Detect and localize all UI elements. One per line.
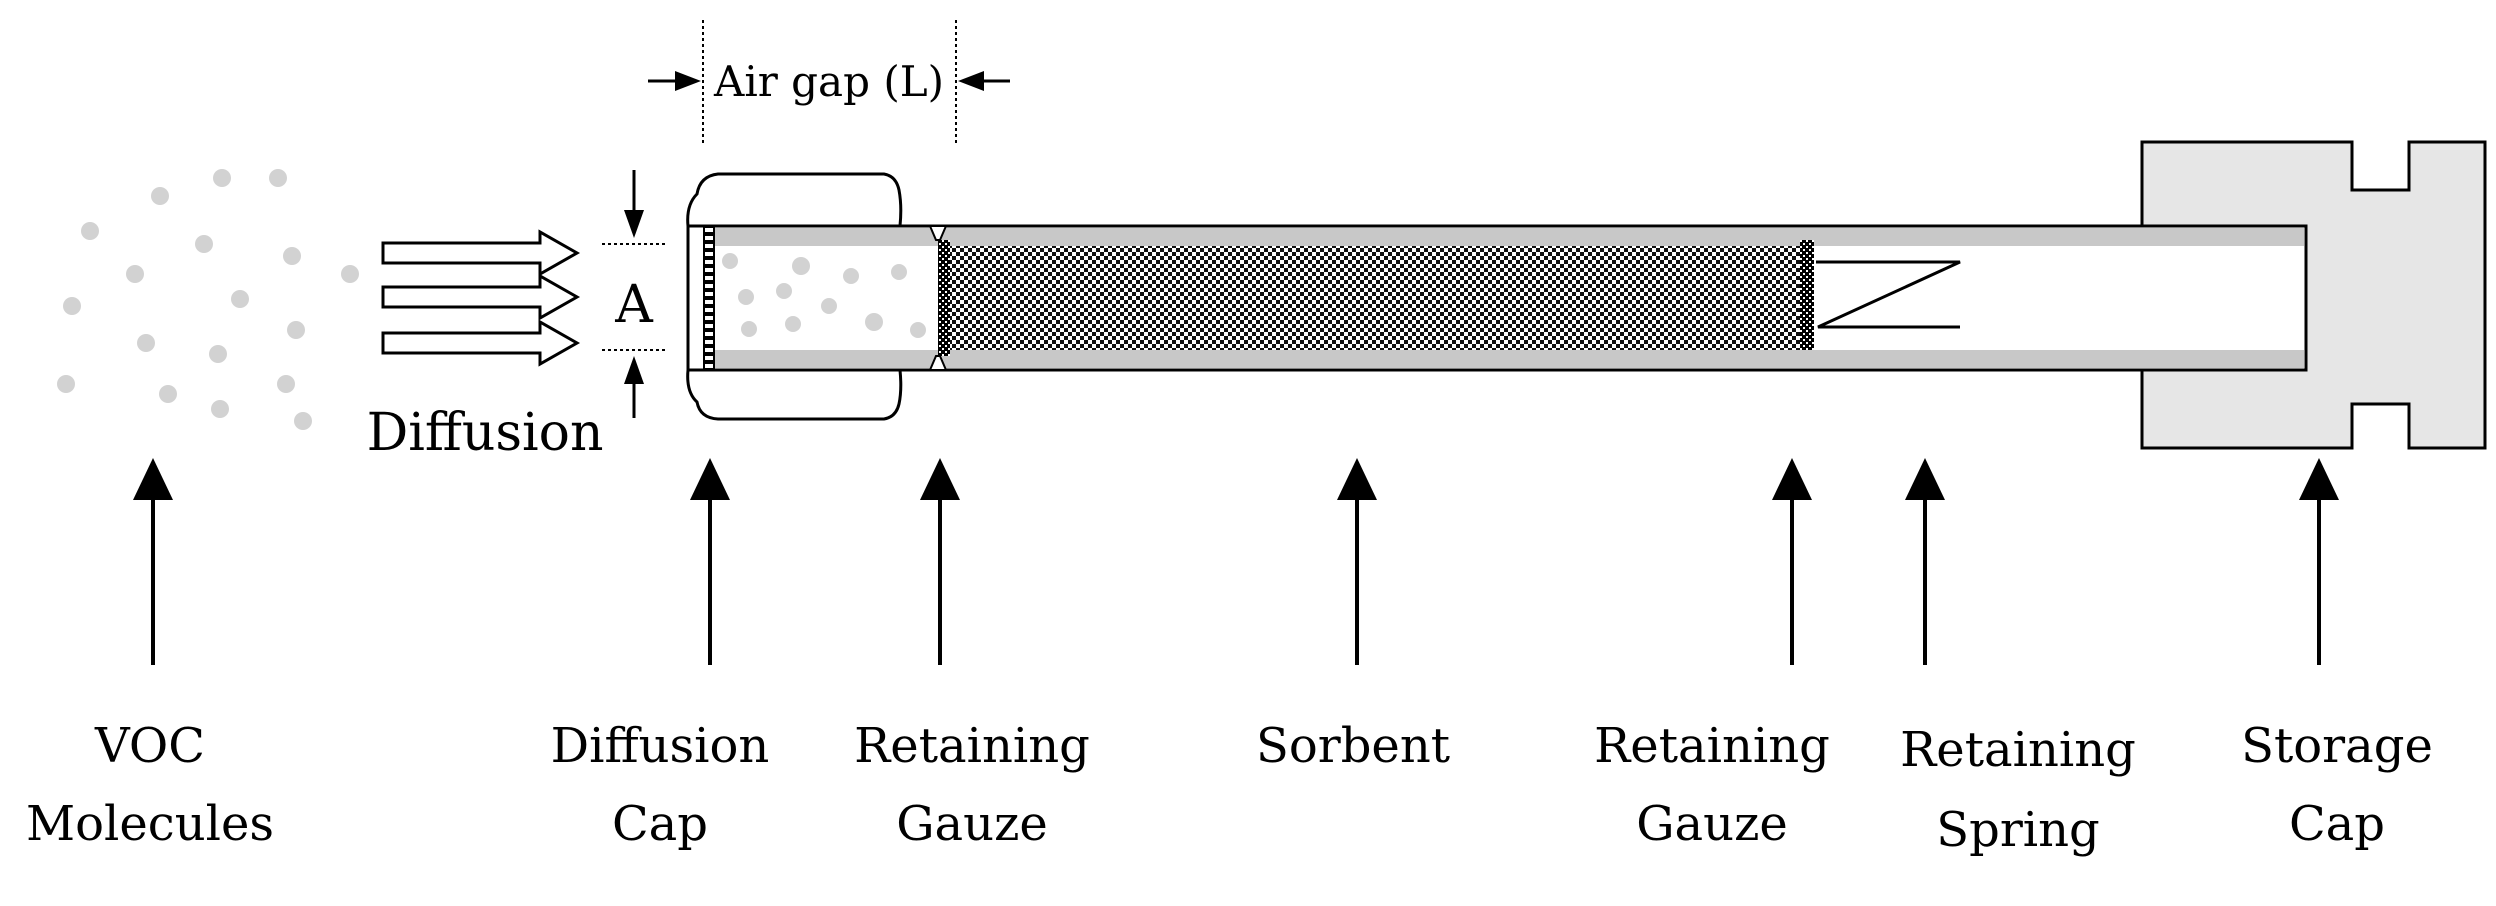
molecule (843, 268, 859, 284)
diffusion-label: Diffusion (367, 403, 604, 463)
gauze-front-label-line1: Retaining (854, 718, 1090, 774)
gauze-back-label-line2: Gauze (1636, 796, 1788, 852)
retaining-gauze-front (938, 240, 950, 356)
molecule (269, 169, 287, 187)
molecule (81, 222, 99, 240)
pointer-arrow-gauze-front (920, 458, 960, 665)
sorbent-bed (940, 246, 1812, 350)
diffusion-arrow (381, 273, 581, 321)
air-gap-label: Air gap (L) (713, 57, 944, 106)
molecule (910, 322, 926, 338)
sorbent-label: Sorbent (1256, 718, 1450, 774)
pointer-arrow-diffusion-cap (690, 458, 730, 665)
molecule (722, 253, 738, 269)
pointer-arrow-sorbent (1337, 458, 1377, 665)
molecule (213, 169, 231, 187)
area-dimension (602, 170, 668, 418)
molecule (277, 375, 295, 393)
component-labels: VOC Molecules Diffusion Cap Retaining Ga… (26, 718, 2433, 858)
retaining-spring (1816, 260, 1961, 329)
molecule (57, 375, 75, 393)
spring-label-line1: Retaining (1900, 722, 2136, 778)
molecule (126, 265, 144, 283)
storage-cap-label-line1: Storage (2241, 718, 2433, 774)
molecule (341, 265, 359, 283)
diffusion-arrows (381, 229, 581, 367)
pointer-arrow-voc (133, 458, 173, 665)
spring-label-line2: Spring (1936, 802, 2100, 858)
molecule (891, 264, 907, 280)
diffusion-arrow (381, 319, 581, 367)
molecule (211, 400, 229, 418)
molecule (785, 316, 801, 332)
pointer-arrow-storage-cap (2299, 458, 2339, 665)
pointer-arrow-spring (1905, 458, 1945, 665)
voc-label-line1: VOC (94, 718, 205, 774)
air-gap-dimension (648, 20, 1010, 145)
molecule (195, 235, 213, 253)
molecule (137, 334, 155, 352)
gauze-front-label-line2: Gauze (896, 796, 1048, 852)
voc-label-line2: Molecules (26, 796, 274, 852)
molecule (287, 321, 305, 339)
molecule (741, 321, 757, 337)
molecule (792, 257, 810, 275)
molecule (63, 297, 81, 315)
area-label: A (614, 275, 654, 335)
sampling-tube (708, 224, 2308, 372)
molecule (231, 290, 249, 308)
diffusion-arrow (381, 229, 581, 277)
molecule (294, 412, 312, 430)
diffusion-cap-mesh (703, 225, 715, 371)
molecule (865, 313, 883, 331)
diffusion-cap-label-line2: Cap (612, 796, 708, 852)
molecule (209, 345, 227, 363)
diffusion-cap (686, 172, 948, 421)
molecule (776, 283, 792, 299)
gauze-back-label-line1: Retaining (1594, 718, 1830, 774)
diffusion-cap-label-line1: Diffusion (551, 718, 770, 774)
storage-cap-label-line2: Cap (2289, 796, 2385, 852)
molecule (151, 187, 169, 205)
molecule (283, 247, 301, 265)
pointer-arrows (133, 458, 2339, 665)
molecule (738, 289, 754, 305)
pointer-arrow-gauze-back (1772, 458, 1812, 665)
molecule (821, 298, 837, 314)
molecule (159, 385, 177, 403)
retaining-gauze-back (1800, 240, 1814, 350)
voc-molecules (57, 169, 359, 430)
